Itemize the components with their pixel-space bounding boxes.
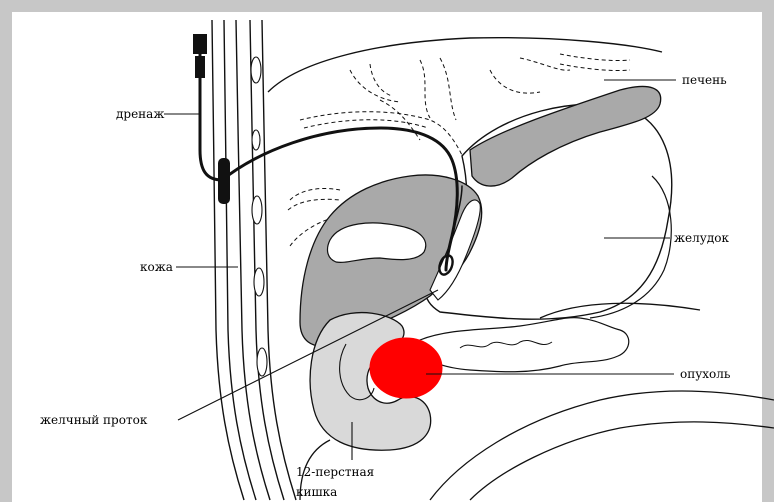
label-tumor: опухоль xyxy=(680,367,731,381)
label-bile-duct: желчный проток xyxy=(40,413,148,427)
inner-cavity xyxy=(328,223,426,262)
label-stomach: желудок xyxy=(674,231,729,245)
liver-outline xyxy=(268,38,662,92)
pancreas xyxy=(420,318,629,372)
label-duodenum-line2: кишка xyxy=(296,485,337,499)
label-duodenum-line1: 12-перстная xyxy=(296,465,374,479)
body-wall xyxy=(212,20,296,500)
wall-lobules xyxy=(251,57,267,376)
label-liver: печень xyxy=(682,73,727,87)
label-skin: кожа xyxy=(140,260,173,274)
tumor xyxy=(370,338,442,398)
label-drainage: дренаж xyxy=(116,107,164,121)
